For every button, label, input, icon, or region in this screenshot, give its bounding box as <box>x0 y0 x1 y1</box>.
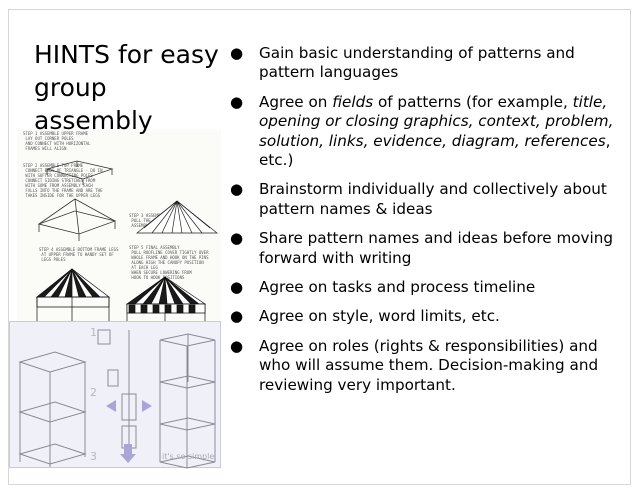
shelf-step-1: 1 <box>90 326 97 339</box>
tent-step-1: STEP 1 ASSEMBLE UPPER FRAME LAY OUT CORN… <box>23 131 91 151</box>
bullet-dot-icon: ● <box>230 180 244 199</box>
bullet-item: ● Gain basic understanding of patterns an… <box>224 44 619 83</box>
bullet-text: Gain basic understanding of patterns and… <box>259 44 575 82</box>
shelf-assembly-sheet: 1 2 3 it's so simple <box>9 321 221 469</box>
shelf-step-2: 2 <box>90 386 97 399</box>
bullet-dot-icon: ● <box>230 278 244 297</box>
tent-assembly-sheet: STEP 1 ASSEMBLE UPPER FRAME LAY OUT CORN… <box>17 129 221 339</box>
bullet-dot-icon: ● <box>230 44 244 62</box>
bullet-item: ● Agree on fields of patterns (for exampl… <box>224 93 619 171</box>
bullet-text: Agree on style, word limits, etc. <box>259 307 500 326</box>
tent-step-2: STEP 2 ASSEMBLE TOP FRAME CONNECT ENDS O… <box>23 163 103 198</box>
wire-shelf-diagram <box>18 329 216 469</box>
bullet-item: ● Agree on tasks and process timeline <box>224 278 619 297</box>
bullet-text-italic: title, opening or closing graphics, cont… <box>259 92 614 150</box>
shelf-step-3: 3 <box>90 450 97 463</box>
bullet-text-part: of patterns (for example, <box>373 92 573 111</box>
bullet-text-italic: fields <box>332 92 374 111</box>
shelf-caption: it's so simple <box>162 452 215 461</box>
tent-step-4: STEP 4 ASSEMBLE BOTTOM FRAME LEGS AT UPP… <box>39 247 119 262</box>
bullet-dot-icon: ● <box>230 229 244 248</box>
bullet-dot-icon: ● <box>230 307 244 326</box>
bullet-text: Brainstorm individually and collectively… <box>259 180 607 218</box>
arrow-icon <box>106 400 152 463</box>
bullet-item: ● Share pattern names and ideas before mo… <box>224 229 619 268</box>
bullet-text: Share pattern names and ideas before mov… <box>259 229 614 267</box>
bullet-dot-icon: ● <box>230 336 244 355</box>
bullet-text: Agree on tasks and process timeline <box>259 278 536 297</box>
slide-title: HINTS for easy group assembly <box>34 40 219 135</box>
bullet-item: ● Brainstorm individually and collectivel… <box>224 180 619 219</box>
bullet-item: ● Agree on style, word limits, etc. <box>224 307 619 326</box>
assembly-illustration: STEP 1 ASSEMBLE UPPER FRAME LAY OUT CORN… <box>9 105 221 469</box>
hints-bullet-list: ● Gain basic understanding of patterns an… <box>224 44 619 405</box>
tent-canopy-diagram <box>36 160 218 335</box>
bullet-item: ● Agree on roles (rights & responsibiliti… <box>224 337 619 395</box>
tent-step-5: STEP 5 FINAL ASSEMBLY PULL ROOFLINE COVE… <box>129 245 209 280</box>
bullet-dot-icon: ● <box>230 92 244 111</box>
bullet-text: Agree on roles (rights & responsibilitie… <box>259 336 599 394</box>
slide: HINTS for easy group assembly STEP 1 ASS… <box>8 9 631 485</box>
bullet-text-part: , etc.) <box>259 131 611 170</box>
bullet-text-part: Agree on <box>259 92 333 111</box>
